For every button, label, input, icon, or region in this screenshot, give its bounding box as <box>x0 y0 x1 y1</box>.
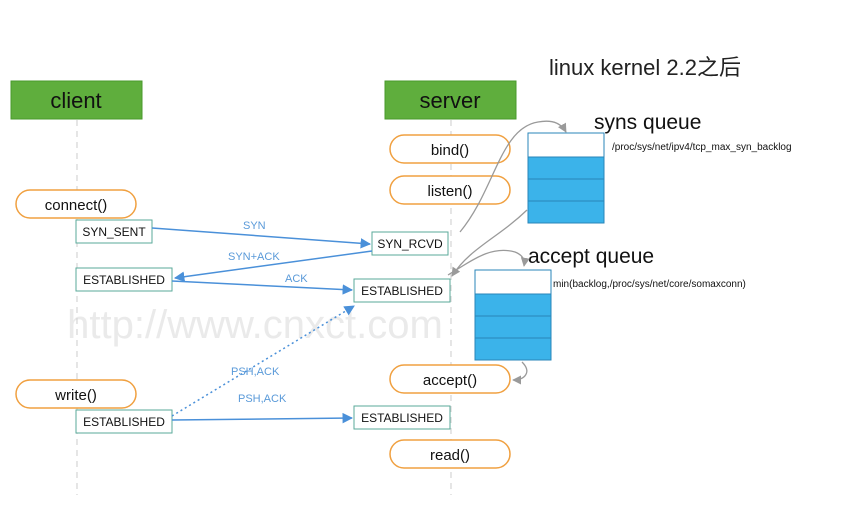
server-state-syn-rcvd-label: SYN_RCVD <box>377 237 443 251</box>
read-label: read() <box>430 447 470 464</box>
server-state-established-1-label: ESTABLISHED <box>361 284 443 298</box>
accept-label: accept() <box>423 372 477 389</box>
syn-ack-arrow <box>173 250 373 282</box>
accept-queue-slot <box>474 293 552 317</box>
syns-queue <box>527 132 605 224</box>
psh-ack-arrow <box>171 412 354 424</box>
server-header-label: server <box>419 88 480 113</box>
accept-queue-slot <box>474 315 552 339</box>
client-state-established-1-label: ESTABLISHED <box>83 273 165 287</box>
listen-to-syns-queue-arrow <box>459 120 567 233</box>
client-state-established-1: ESTABLISHED <box>75 267 173 292</box>
psh-ack-label-1: PSH,ACK <box>231 366 280 378</box>
ack-arrow <box>171 280 354 295</box>
syns-queue-slot <box>527 156 605 180</box>
psh-ack-dotted-arrow <box>171 305 355 417</box>
read-call: read() <box>389 439 511 469</box>
server-state-syn-rcvd: SYN_RCVD <box>371 231 449 256</box>
server-state-established-2-label: ESTABLISHED <box>361 411 443 425</box>
client-header: client <box>10 80 143 120</box>
bind-label: bind() <box>431 142 469 159</box>
syn-label: SYN <box>243 220 266 232</box>
ack-label: ACK <box>285 273 308 285</box>
bind-call: bind() <box>389 134 511 164</box>
syns-queue-slot <box>527 200 605 224</box>
accept-queue-slot <box>474 337 552 361</box>
server-state-established-2: ESTABLISHED <box>353 405 451 430</box>
syn-rcvd-to-accept-queue-arrow <box>447 249 530 276</box>
write-call: write() <box>15 379 137 409</box>
listen-label: listen() <box>427 183 472 200</box>
syn-ack-label: SYN+ACK <box>228 251 280 263</box>
accept-call: accept() <box>389 364 511 394</box>
connect-call: connect() <box>15 189 137 219</box>
syn-arrow <box>151 227 372 249</box>
listen-call: listen() <box>389 175 511 205</box>
syns-queue-path: /proc/sys/net/ipv4/tcp_max_syn_backlog <box>612 142 792 153</box>
connect-label: connect() <box>45 197 108 214</box>
client-state-established-2: ESTABLISHED <box>75 409 173 434</box>
server-state-established-1: ESTABLISHED <box>353 278 451 303</box>
client-state-established-2-label: ESTABLISHED <box>83 415 165 429</box>
syns-queue-slot-empty <box>527 132 605 158</box>
watermark: http://www.cnxct.com <box>67 303 443 347</box>
write-label: write() <box>54 387 97 404</box>
syns-queue-slot <box>527 178 605 202</box>
accept-queue-slot-empty <box>474 269 552 295</box>
accept-queue-label: accept queue <box>528 245 654 268</box>
accept-queue <box>474 269 552 361</box>
client-state-syn-sent-label: SYN_SENT <box>82 225 146 239</box>
page-title: linux kernel 2.2之后 <box>549 55 741 80</box>
client-header-label: client <box>50 88 101 113</box>
accept-queue-to-accept-arrow <box>512 361 528 385</box>
psh-ack-label-2: PSH,ACK <box>238 393 287 405</box>
syns-queue-label: syns queue <box>594 111 701 134</box>
server-header: server <box>384 80 517 120</box>
accept-queue-path: min(backlog,/proc/sys/net/core/somaxconn… <box>553 279 746 290</box>
syns-queue-to-established-arrow <box>451 209 528 277</box>
client-state-syn-sent: SYN_SENT <box>75 219 153 244</box>
